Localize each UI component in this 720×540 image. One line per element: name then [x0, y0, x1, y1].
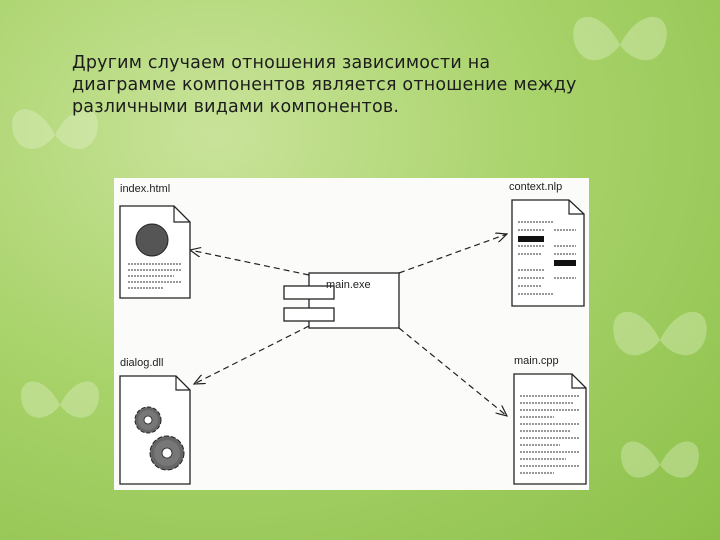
document-icon [511, 199, 585, 307]
slide-text: Другим случаем отношения зависимости на … [72, 52, 672, 118]
butterfly-icon [621, 441, 699, 478]
butterfly-icon [21, 381, 99, 418]
butterfly-icon [12, 109, 98, 149]
diagram-canvas: main.exe index.html context.nlp [119, 181, 587, 485]
main-cpp-document: main.cpp [513, 355, 587, 485]
gear-icon [134, 406, 162, 434]
dependency-arrow [398, 327, 507, 416]
gear-icon [149, 435, 185, 471]
butterfly-icon [613, 311, 707, 356]
index-html-document: index.html [119, 183, 191, 299]
main-exe-label: main.exe [326, 279, 371, 291]
dialog-dll-label: dialog.dll [120, 357, 163, 369]
dialog-dll-document: dialog.dll [119, 357, 191, 485]
dependency-arrow [398, 234, 507, 274]
main-cpp-label: main.cpp [514, 355, 559, 367]
dependency-arrow [190, 250, 310, 276]
globe-icon [135, 223, 169, 257]
slide-text-line: Другим случаем отношения зависимости на [72, 53, 491, 73]
dependency-arrow [194, 325, 310, 384]
document-icon [513, 373, 587, 485]
main-exe-component: main.exe [283, 272, 400, 329]
butterfly-icon [573, 16, 667, 61]
context-nlp-document: context.nlp [509, 181, 585, 307]
index-html-label: index.html [120, 183, 170, 195]
context-nlp-label: context.nlp [509, 181, 562, 193]
component-diagram: main.exe index.html context.nlp [114, 178, 589, 490]
slide-text-line: различными видами компонентов. [72, 97, 400, 117]
slide-text-line: диаграмме компонентов является отношение… [72, 75, 577, 95]
